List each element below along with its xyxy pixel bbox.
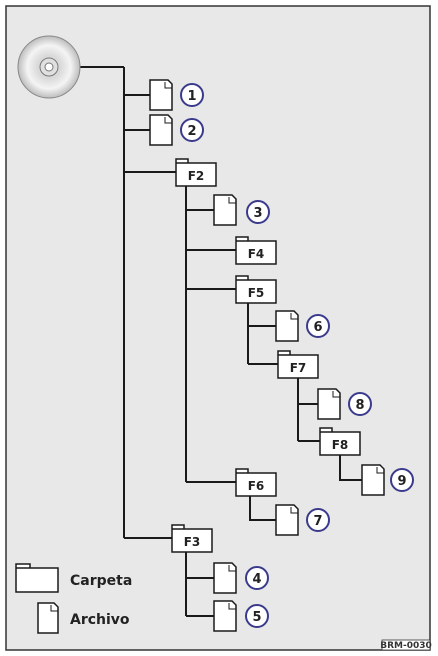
file-icon — [149, 114, 173, 146]
file-icon — [149, 79, 173, 111]
file-number-6: 6 — [313, 320, 322, 335]
file-1: 1 — [149, 79, 204, 111]
file-6: 6 — [275, 310, 330, 342]
folder-label-f4: F4 — [248, 247, 265, 261]
file-2: 2 — [149, 114, 204, 146]
file-5: 5 — [213, 600, 269, 632]
legend: Carpeta Archivo — [15, 563, 132, 634]
line-to-file-9 — [339, 455, 362, 481]
file-icon — [275, 310, 299, 342]
figure-code: BRM-0030 — [380, 641, 432, 651]
file-icon — [275, 504, 299, 536]
legend-file-icon — [37, 602, 59, 634]
file-icon — [213, 600, 237, 632]
folder-label-f5: F5 — [248, 286, 265, 300]
figure-code-box: BRM-0030 — [380, 639, 432, 651]
line-to-file-7 — [249, 496, 276, 521]
file-number-7: 7 — [313, 514, 322, 529]
file-8: 8 — [317, 388, 372, 420]
panel-background — [5, 5, 431, 651]
file-icon — [213, 194, 237, 226]
folder-label-f6: F6 — [248, 479, 265, 493]
folder-f4: F4 — [235, 236, 277, 265]
folder-f8: F8 — [319, 427, 361, 456]
file-4: 4 — [213, 562, 269, 594]
file-number-3: 3 — [253, 206, 262, 221]
folder-f6: F6 — [235, 468, 277, 497]
folder-label-f3: F3 — [184, 535, 201, 549]
file-number-4: 4 — [252, 572, 261, 587]
file-icon — [317, 388, 341, 420]
file-9: 9 — [361, 464, 414, 496]
file-number-5: 5 — [252, 610, 261, 625]
file-7: 7 — [275, 504, 330, 536]
legend-folder-icon — [15, 563, 59, 593]
folder-label-f7: F7 — [290, 361, 307, 375]
file-icon — [213, 562, 237, 594]
cd-disc-icon — [17, 35, 81, 99]
file-number-2: 2 — [187, 124, 196, 139]
folder-label-f2: F2 — [188, 169, 205, 183]
tree-lines — [78, 66, 362, 617]
file-icon — [361, 464, 385, 496]
legend-folder-label: Carpeta — [70, 573, 132, 589]
folder-label-f8: F8 — [332, 438, 349, 452]
folder-f5: F5 — [235, 275, 277, 304]
folder-f2: F2 — [175, 158, 217, 187]
file-number-1: 1 — [187, 89, 196, 104]
file-3: 3 — [213, 194, 270, 226]
folder-f3: F3 — [171, 524, 213, 553]
folder-f7: F7 — [277, 350, 319, 379]
legend-file-label: Archivo — [70, 612, 130, 628]
file-number-8: 8 — [355, 398, 364, 413]
file-number-9: 9 — [397, 474, 406, 489]
